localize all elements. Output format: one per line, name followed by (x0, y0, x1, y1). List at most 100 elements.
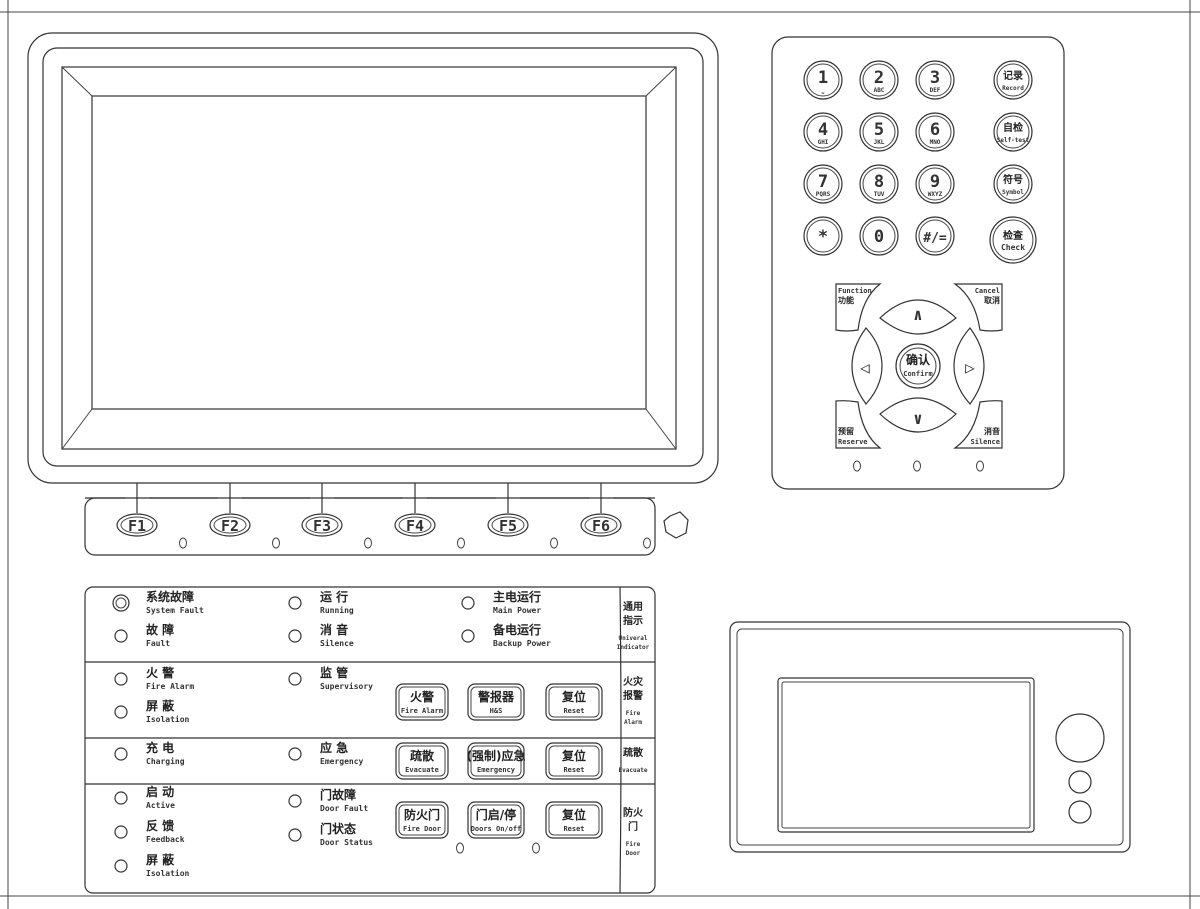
confirm-label-en: Confirm (903, 370, 933, 378)
led-icon (288, 794, 302, 808)
screw-icon (663, 511, 689, 539)
small-round-button[interactable] (1068, 800, 1092, 824)
indicator-label-en: Fire Alarm (146, 681, 194, 691)
button-label-en: Reset (563, 707, 584, 715)
key-label-en: Symbol (1002, 189, 1024, 196)
key-hash[interactable]: #/= (915, 216, 955, 256)
arrow-right-button[interactable]: ▷ (953, 327, 985, 405)
led-icon (114, 705, 128, 719)
indicator-label-cn: 屏 蔽 (145, 698, 175, 713)
indicator-label-en: Supervisory (320, 681, 373, 691)
led-icon (114, 825, 128, 839)
arrow-up-button[interactable]: ∧ (879, 299, 957, 335)
key-letters: WXYZ (928, 191, 943, 198)
function-key-f2[interactable]: F2 (209, 513, 251, 537)
function-key-f3[interactable]: F3 (301, 513, 343, 537)
small-round-button[interactable] (1068, 770, 1092, 794)
led-icon (114, 747, 128, 761)
fire-alarm-button[interactable]: 火警 Fire Alarm (395, 683, 449, 721)
led-icon (643, 537, 651, 549)
main-display (27, 32, 719, 484)
indicator-label-en: Door Status (320, 838, 373, 847)
keypad-panel (771, 36, 1065, 490)
led-icon (532, 842, 540, 854)
button-label-en: Reset (563, 825, 584, 833)
led-icon (976, 460, 984, 472)
button-label-en: Fire Alarm (401, 707, 443, 715)
led-icon (364, 537, 372, 549)
key-letters: ABC (874, 87, 885, 94)
function-key-f6[interactable]: F6 (580, 513, 622, 537)
key-letters: PQRS (816, 191, 831, 198)
key-1[interactable]: 1⎵ (803, 60, 843, 100)
indicator-label-en: Emergency (320, 757, 364, 766)
side-label-cn: 防火 (623, 806, 644, 819)
indicator-label-cn: 运 行 (320, 589, 348, 604)
function-key-f1[interactable]: F1 (116, 513, 158, 537)
indicator-label-en: Backup Power (493, 639, 551, 648)
led-icon (288, 747, 302, 761)
indicator-label-cn: 故 障 (146, 622, 174, 637)
indicator-label-en: Isolation (146, 868, 190, 878)
key-star[interactable]: * (803, 216, 843, 256)
arrow-down-button[interactable]: ∨ (879, 397, 957, 433)
function-key-f4[interactable]: F4 (394, 513, 436, 537)
indicator-label-en: Running (320, 605, 354, 615)
side-label-en: Fire (626, 841, 641, 848)
function-key-label: F4 (406, 517, 424, 535)
button-label-cn: 火警 (410, 689, 434, 704)
key-label-cn: 符号 (1003, 173, 1023, 186)
arrow-left-button[interactable]: ◁ (851, 327, 883, 405)
indicator-label-cn: 门状态 (320, 821, 356, 836)
secondary-display (729, 621, 1131, 853)
function-key-label: F5 (499, 517, 517, 535)
key-label-en: Reserve (838, 438, 868, 446)
key-0[interactable]: 0 (859, 216, 899, 256)
indicator-label-cn: 充 电 (146, 740, 174, 755)
round-button[interactable] (1055, 713, 1105, 763)
led-icon (288, 828, 302, 842)
key-symbol[interactable]: 符号 Symbol (993, 164, 1033, 204)
led-icon (853, 460, 861, 472)
led-icon (456, 842, 464, 854)
key-symbol: #/= (923, 231, 947, 246)
indicator-label-cn: 消 音 (320, 622, 348, 637)
side-label-en: Univeral (619, 635, 648, 642)
led-icon (288, 596, 302, 610)
function-key-f5[interactable]: F5 (487, 513, 529, 537)
indicator-label-en: Silence (320, 638, 354, 648)
